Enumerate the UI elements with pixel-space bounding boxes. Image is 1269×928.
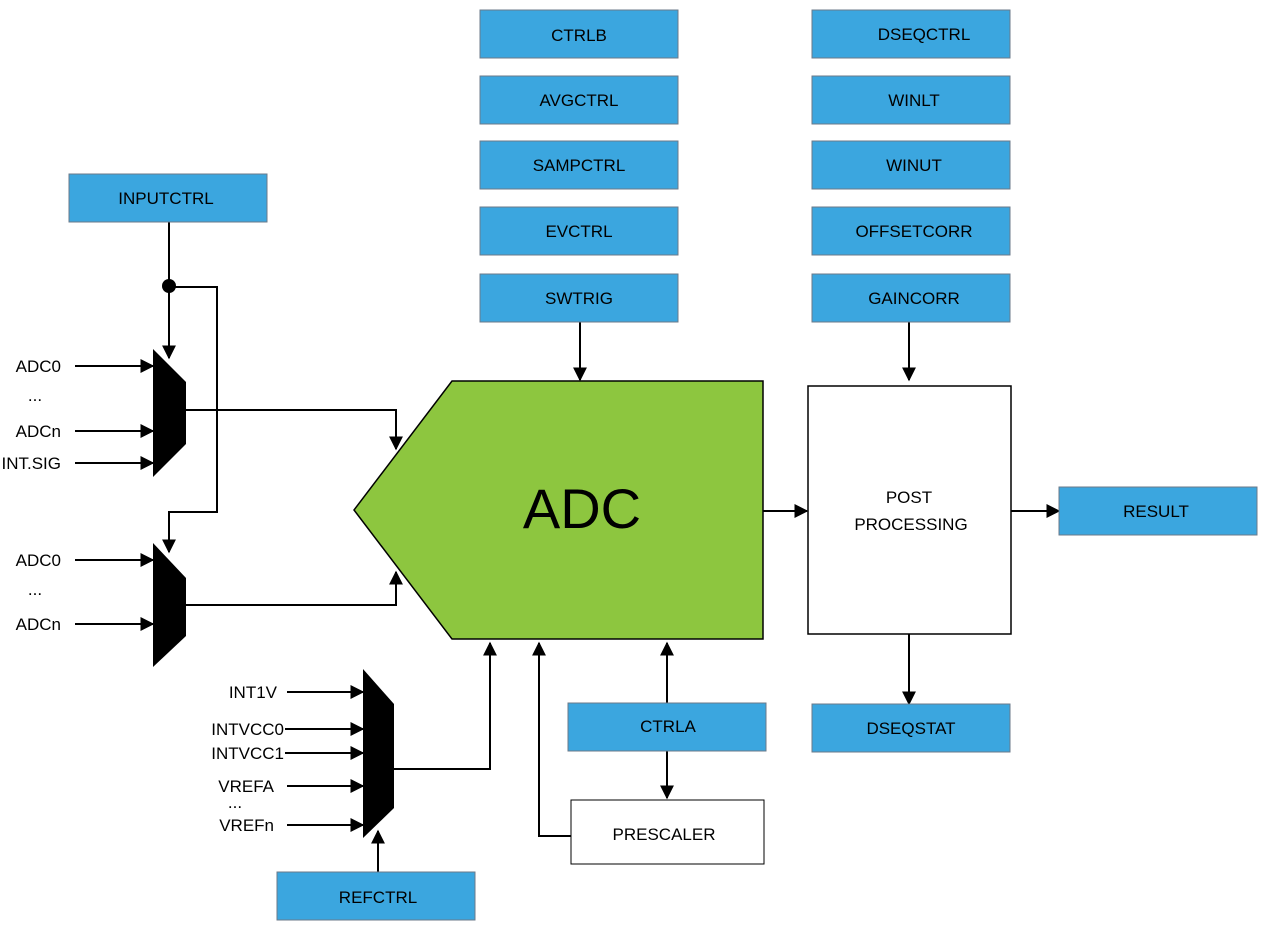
- neg-input-ellipsis: ...: [28, 580, 42, 599]
- register-sampctrl: SAMPCTRL: [533, 156, 626, 175]
- ref-input-intvcc0: INTVCC0: [211, 720, 284, 739]
- post-processing-label-line2: PROCESSING: [854, 515, 967, 534]
- pos-input-intsig: INT.SIG: [1, 454, 61, 473]
- register-boxes: CTRLB AVGCTRL SAMPCTRL EVCTRL SWTRIG DSE…: [68, 9, 1258, 921]
- ref-input-ellipsis: ...: [228, 793, 242, 812]
- ref-input-vrefn: VREFn: [219, 816, 274, 835]
- register-dseqstat: DSEQSTAT: [866, 719, 955, 738]
- positive-mux-input-labels: ADC0 ... ADCn INT.SIG: [1, 357, 61, 473]
- prescaler-label: PRESCALER: [613, 825, 716, 844]
- wire-mux1-to-adc: [184, 409, 403, 451]
- positive-input-mux: [153, 349, 186, 477]
- register-refctrl: REFCTRL: [339, 888, 417, 907]
- wire-ref-to-adc: [394, 641, 497, 770]
- pos-input-adcn: ADCn: [16, 422, 61, 441]
- register-inputctrl: INPUTCTRL: [118, 189, 213, 208]
- neg-input-adc0: ADC0: [16, 551, 61, 570]
- register-result: RESULT: [1123, 502, 1189, 521]
- wire-mux2-to-adc: [186, 570, 403, 606]
- reference-mux-input-labels: INT1V INTVCC0 INTVCC1 VREFA ... VREFn: [211, 683, 284, 835]
- wires: [75, 222, 1061, 872]
- register-ctrla: CTRLA: [640, 717, 696, 736]
- adc-label: ADC: [523, 477, 641, 540]
- register-winlt: WINLT: [888, 91, 940, 110]
- adc-block: [353, 380, 764, 640]
- register-evctrl: EVCTRL: [545, 222, 612, 241]
- ref-input-vrefa: VREFA: [218, 777, 274, 796]
- ref-input-int1v: INT1V: [229, 683, 278, 702]
- register-gaincorr: GAINCORR: [868, 289, 960, 308]
- junction-dot: [162, 279, 176, 293]
- register-offsetcorr: OFFSETCORR: [855, 222, 972, 241]
- prescaler-block: [570, 799, 765, 865]
- neg-input-adcn: ADCn: [16, 615, 61, 634]
- pos-input-adc0: ADC0: [16, 357, 61, 376]
- register-winut: WINUT: [886, 156, 942, 175]
- ref-input-intvcc1: INTVCC1: [211, 744, 284, 763]
- negative-input-mux: [153, 543, 186, 667]
- register-avgctrl: AVGCTRL: [539, 91, 618, 110]
- register-swtrig: SWTRIG: [545, 289, 613, 308]
- negative-mux-input-labels: ADC0 ... ADCn: [16, 551, 61, 634]
- wire-prescaler-to-adc: [532, 641, 571, 837]
- post-processing-block: [807, 385, 1012, 635]
- post-processing-label-line1: POST: [886, 488, 932, 507]
- pos-input-ellipsis: ...: [28, 386, 42, 405]
- reference-mux: [363, 669, 394, 838]
- register-ctrlb: CTRLB: [551, 26, 607, 45]
- wire-junction-to-mux2: [162, 286, 218, 554]
- register-dseqctrl: DSEQCTRL: [878, 25, 971, 44]
